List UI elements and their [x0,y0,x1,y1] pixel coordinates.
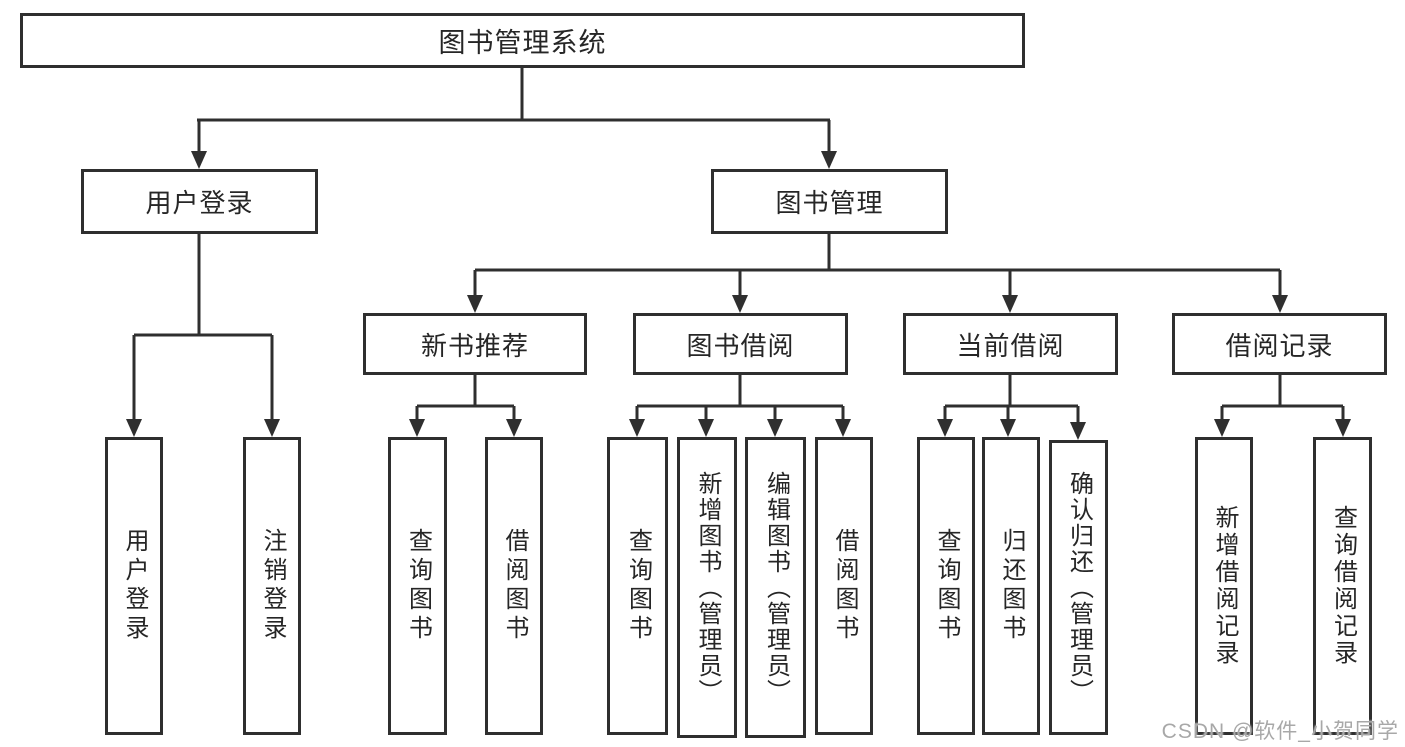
node-new-book-recommend: 新书推荐 [363,313,587,375]
node-query-books-current: 查询图书 [917,437,975,735]
node-add-book-admin: 新增图书（管理员） [677,437,737,738]
edges-root [191,68,837,169]
edges-borrow-records [1214,375,1351,437]
node-library-system-root: 图书管理系统 [20,13,1025,68]
node-query-borrow-record: 查询借阅记录 [1313,437,1372,735]
edges-book-management [467,234,1288,313]
node-borrow-records: 借阅记录 [1172,313,1387,375]
node-edit-book-admin: 编辑图书（管理员） [745,437,806,738]
csdn-watermark: CSDN @软件_小贺同学 [1161,720,1399,743]
edges-new-book-recommend [409,375,522,437]
node-query-books-borrow: 查询图书 [607,437,668,735]
node-return-book: 归还图书 [982,437,1040,735]
node-borrow-book: 借阅图书 [815,437,873,735]
edges-book-borrow [629,375,851,437]
node-book-borrow: 图书借阅 [633,313,848,375]
edges-user-login [126,234,280,437]
node-book-management: 图书管理 [711,169,948,234]
node-logout: 注销登录 [243,437,301,735]
node-user-login: 用户登录 [81,169,318,234]
node-confirm-return-admin: 确认归还（管理员） [1049,440,1108,735]
node-borrow-books-recommend: 借阅图书 [485,437,543,735]
node-current-borrow: 当前借阅 [903,313,1118,375]
node-login-user: 用户登录 [105,437,163,735]
node-query-books-recommend: 查询图书 [388,437,447,735]
edges-current-borrow [937,375,1086,440]
node-add-borrow-record: 新增借阅记录 [1195,437,1253,735]
